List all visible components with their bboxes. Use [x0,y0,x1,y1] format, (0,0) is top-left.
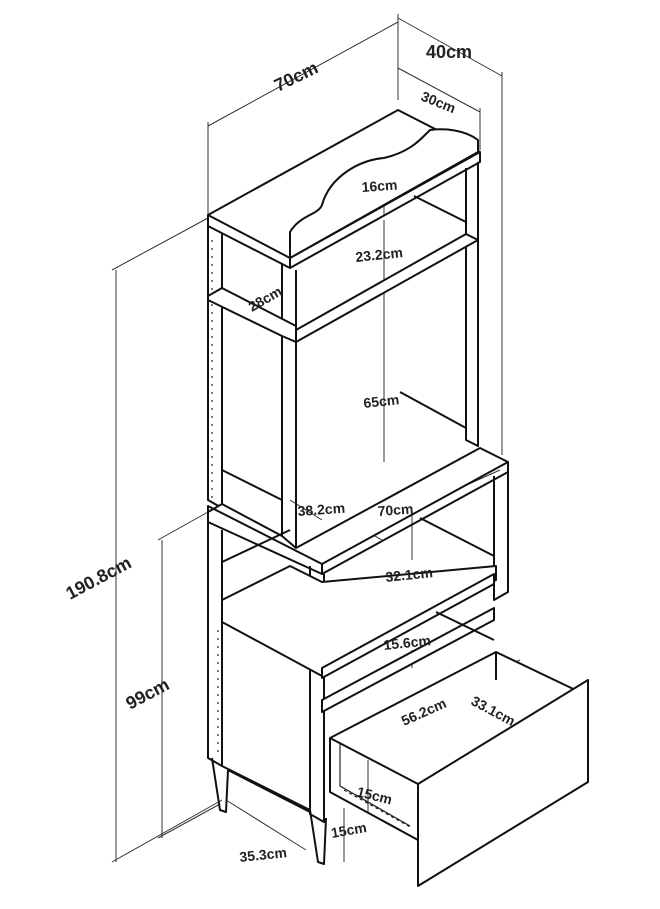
label-middle-opening: 32.1cm [385,564,434,585]
arch-backboard [289,128,479,259]
label-height-total: 190.8cm [62,553,134,604]
drawer-front[interactable] [417,679,589,887]
left-side-panel [207,226,223,509]
label-width-top: 70cm [271,57,321,95]
label-upper-opening: 65cm [363,391,400,411]
label-top-shelf-gap: 23.2cm [355,244,404,265]
middle-shelf [221,565,497,677]
label-height-lower: 99cm [122,674,172,713]
label-drawer-height: 15cm [355,783,394,807]
label-counter-depth: 38.2cm [297,500,345,519]
lower-shelf [321,607,495,713]
label-leg-height: 15cm [330,819,368,841]
leg-front [309,809,327,865]
leg-left [211,757,229,813]
label-arch-height: 16cm [361,177,398,195]
label-depth-total: 40cm [426,42,472,62]
front-post [281,264,297,549]
counter [207,447,509,575]
side-shelf [207,287,297,343]
label-counter-width: 70cm [377,501,414,519]
label-base-depth: 35.3cm [239,844,288,865]
drawer[interactable] [329,651,589,887]
label-drawer-gap: 15.6cm [383,632,432,653]
upper-hutch [207,109,481,549]
counter-top [207,447,509,565]
label-depth-top: 30cm [419,88,458,116]
lower-cabinet [207,470,509,823]
legs [211,757,327,865]
